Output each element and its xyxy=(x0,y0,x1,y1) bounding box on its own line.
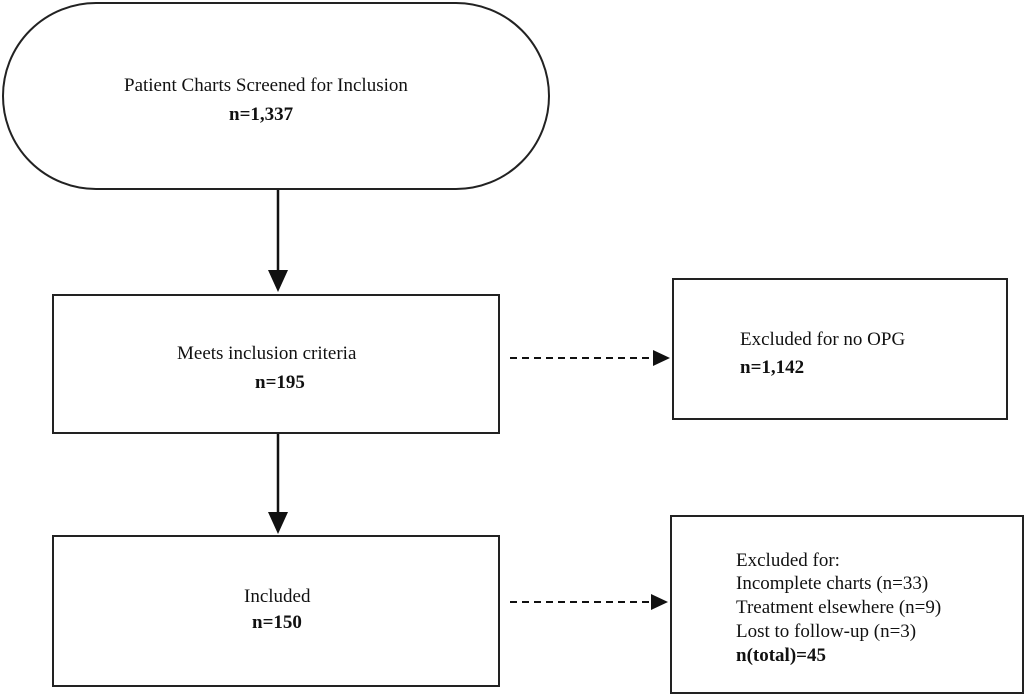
excluded-no-opg-count: n=1,142 xyxy=(740,357,805,378)
excluded-reason-item: Treatment elsewhere (n=9) xyxy=(736,597,942,618)
excluded-no-opg-label: Excluded for no OPG xyxy=(740,329,906,350)
excluded-reason-item: Incomplete charts (n=33) xyxy=(736,573,929,594)
screening-count: n=1,337 xyxy=(229,104,294,125)
excluded-reason-item: Lost to follow-up (n=3) xyxy=(736,621,917,642)
screening-node xyxy=(2,2,550,190)
excluded-reasons-heading: Excluded for: xyxy=(736,550,840,571)
arrow-screened-to-criteria-head xyxy=(268,270,288,292)
inclusion-criteria-count: n=195 xyxy=(255,372,305,393)
excluded-no-opg-box xyxy=(672,278,1008,420)
included-count: n=150 xyxy=(252,612,302,633)
excluded-reasons-box xyxy=(670,515,1024,694)
inclusion-criteria-label: Meets inclusion criteria xyxy=(177,343,357,364)
excluded-total-count: n(total)=45 xyxy=(736,645,826,666)
included-box xyxy=(52,535,500,687)
included-label: Included xyxy=(244,586,311,607)
dashed-arrow-to-excluded-no-opg-head xyxy=(653,350,670,366)
inclusion-criteria-box xyxy=(52,294,500,434)
arrow-criteria-to-included-head xyxy=(268,512,288,534)
screening-label: Patient Charts Screened for Inclusion xyxy=(124,75,408,96)
dashed-arrow-to-excluded-other-head xyxy=(651,594,668,610)
